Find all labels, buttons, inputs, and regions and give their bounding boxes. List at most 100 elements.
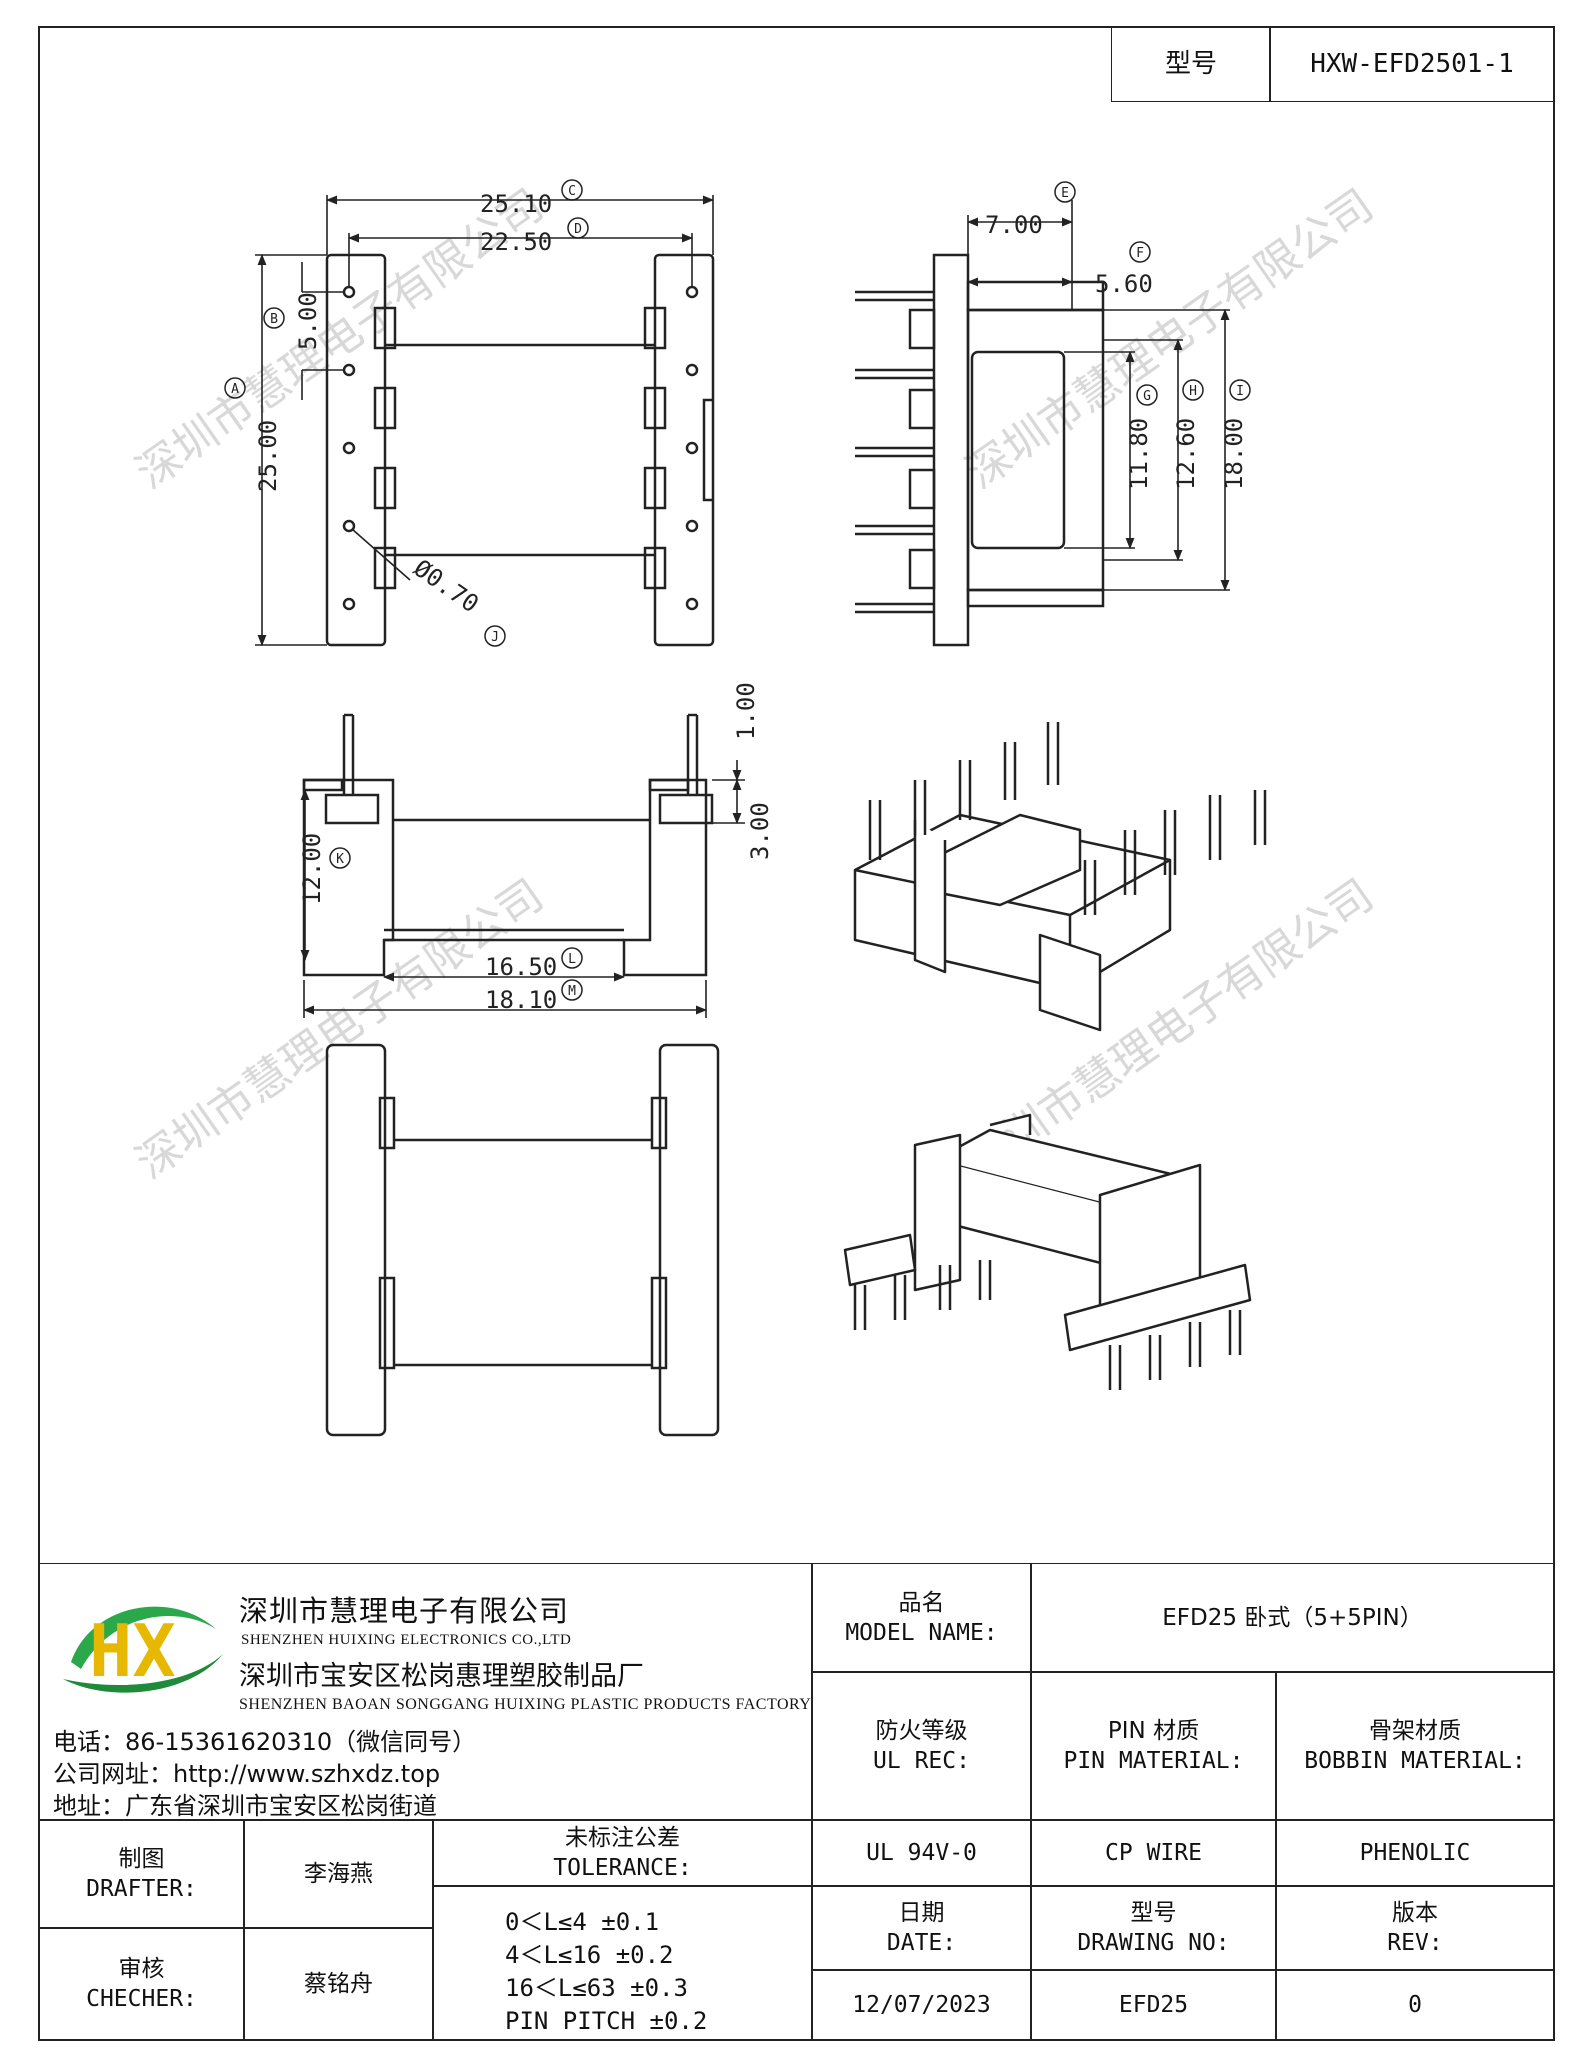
tolerance-line: 4＜L≤16 ±0.2 — [505, 1941, 674, 1969]
top-view — [325, 253, 715, 647]
top-view-dims — [255, 195, 715, 647]
front-view-dims — [300, 760, 745, 1018]
company-phone: 电话：86-15361620310（微信同号） — [53, 1728, 477, 1756]
model-name-cn: 品名 — [898, 1590, 945, 1616]
ul-rec-value-cell: UL 94V-0 — [811, 1819, 1032, 1887]
balloon-M: M — [568, 984, 576, 999]
checker-label-cell: 审核 CHECHER: — [38, 1927, 245, 2041]
bobbin-material-cn: 骨架材质 — [1369, 1718, 1461, 1744]
dim-7-00: 7.00 — [985, 211, 1043, 239]
drawing-no-label-cell: 型号 DRAWING NO: — [1030, 1885, 1277, 1971]
company-address: 地址：广东省深圳市宝安区松岗街道 — [53, 1792, 437, 1820]
front-view — [302, 713, 714, 977]
model-name-value-cell: EFD25 卧式（5+5PIN） — [1030, 1563, 1555, 1673]
company-logo: HX — [63, 1606, 223, 1693]
balloon-J: J — [491, 630, 499, 645]
model-name-label-cell: 品名 MODEL NAME: — [811, 1563, 1032, 1673]
tolerance-cn: 未标注公差 — [565, 1825, 680, 1851]
drawing-no-cn: 型号 — [1130, 1900, 1177, 1926]
ul-rec-value: UL 94V-0 — [866, 1840, 977, 1866]
logo-letters: HX — [89, 1609, 176, 1693]
balloon-L: L — [568, 952, 576, 967]
drafter-value: 李海燕 — [304, 1861, 373, 1887]
pin-material-label-cell: PIN 材质 PIN MATERIAL: — [1030, 1671, 1277, 1821]
company-block: HX 深圳市慧理电子有限公司 SHENZHEN HUIXING ELECTRON… — [38, 1563, 813, 1821]
isometric-view-1 — [853, 722, 1267, 1032]
date-label-cell: 日期 DATE: — [811, 1885, 1032, 1971]
pin-material-cn: PIN 材质 — [1107, 1718, 1200, 1744]
model-label: 型号 — [1164, 49, 1217, 79]
dim-5-00: 5.00 — [294, 292, 322, 350]
date-value-cell: 12/07/2023 — [811, 1969, 1032, 2041]
balloon-F: F — [1136, 246, 1144, 261]
ul-rec-en: UL REC: — [873, 1748, 970, 1774]
balloon-C: C — [568, 184, 576, 199]
dim-3-00: 3.00 — [746, 802, 774, 860]
date-cn: 日期 — [898, 1900, 945, 1926]
company-website: 公司网址：http://www.szhxdz.top — [53, 1760, 441, 1788]
dim-1-00: 1.00 — [732, 682, 760, 740]
dim-0-70: Ø0.70 — [409, 554, 484, 618]
dim-25-10: 25.10 — [480, 190, 552, 218]
balloon-B: B — [270, 312, 278, 327]
drawing-no-value-cell: EFD25 — [1030, 1969, 1277, 2041]
tolerance-list: 0＜L≤4 ±0.1 4＜L≤16 ±0.2 16＜L≤63 ±0.3 PIN … — [432, 1885, 813, 2041]
model-name-en: MODEL NAME: — [845, 1620, 998, 1646]
dim-12-60: 12.60 — [1172, 418, 1200, 490]
dim-12-00: 12.00 — [298, 833, 326, 905]
bobbin-material-label-cell: 骨架材质 BOBBIN MATERIAL: — [1275, 1671, 1555, 1821]
bobbin-material-value-cell: PHENOLIC — [1275, 1819, 1555, 1887]
model-value-cell: HXW-EFD2501-1 — [1269, 26, 1555, 102]
checker-value-cell: 蔡铭舟 — [243, 1927, 434, 2041]
drafter-label-cell: 制图 DRAFTER: — [38, 1819, 245, 1929]
checker-cn: 审核 — [118, 1956, 165, 1982]
side-view-labels: 7.00 5.60 11.80 12.60 18.00 — [985, 211, 1248, 490]
isometric-view-2 — [843, 1113, 1252, 1390]
balloon-D: D — [574, 222, 582, 237]
checker-en: CHECHER: — [86, 1986, 197, 2012]
bottom-view — [325, 1043, 720, 1437]
dim-11-80: 11.80 — [1125, 418, 1153, 490]
dim-16-50: 16.50 — [485, 953, 557, 981]
bobbin-material-value: PHENOLIC — [1359, 1840, 1471, 1866]
factory-name-cn: 深圳市宝安区松岗惠理塑胶制品厂 — [239, 1661, 644, 1692]
dim-5-60: 5.60 — [1095, 270, 1153, 298]
dim-22-50: 22.50 — [480, 228, 552, 256]
dim-25-00: 25.00 — [254, 420, 282, 492]
dim-18-00: 18.00 — [1220, 418, 1248, 490]
drawing-no-value: EFD25 — [1118, 1992, 1189, 2018]
date-en: DATE: — [886, 1930, 957, 1956]
balloon-K: K — [336, 852, 344, 867]
checker-value: 蔡铭舟 — [304, 1971, 373, 1997]
balloon-E: E — [1061, 186, 1069, 201]
date-value: 12/07/2023 — [852, 1992, 991, 2018]
technical-drawing: 深圳市慧理电子有限公司 深圳市慧理电子有限公司 深圳市慧理电子有限公司 深圳市慧… — [127, 179, 1383, 1437]
drafter-cn: 制图 — [118, 1846, 165, 1872]
tolerance-label-cell: 未标注公差 TOLERANCE: — [432, 1819, 813, 1887]
rev-en: REV: — [1387, 1930, 1443, 1956]
pin-material-value-cell: CP WIRE — [1030, 1819, 1277, 1887]
side-view-dims — [966, 200, 1230, 592]
tolerance-line: PIN PITCH ±0.2 — [505, 2007, 708, 2035]
pin-material-en: PIN MATERIAL: — [1063, 1748, 1244, 1774]
company-name-cn: 深圳市慧理电子有限公司 — [239, 1594, 570, 1628]
factory-name-en: SHENZHEN BAOAN SONGGANG HUIXING PLASTIC … — [239, 1696, 812, 1713]
balloon-letters: C D B A J E F G H I K L M — [231, 184, 1244, 999]
front-view-labels: 1.00 3.00 12.00 16.50 18.10 — [298, 682, 774, 1014]
balloon-I: I — [1236, 384, 1244, 399]
rev-cn: 版本 — [1392, 1900, 1438, 1926]
balloon-G: G — [1143, 389, 1151, 404]
rev-value: 0 — [1408, 1992, 1422, 2018]
balloon-H: H — [1189, 384, 1197, 399]
rev-label-cell: 版本 REV: — [1275, 1885, 1555, 1971]
ul-rec-label-cell: 防火等级 UL REC: — [811, 1671, 1032, 1821]
balloon-A: A — [231, 382, 239, 397]
drafter-value-cell: 李海燕 — [243, 1819, 434, 1929]
bobbin-material-en: BOBBIN MATERIAL: — [1304, 1748, 1526, 1774]
pin-material-value: CP WIRE — [1105, 1840, 1202, 1866]
dim-18-10: 18.10 — [485, 986, 557, 1014]
tolerance-line: 0＜L≤4 ±0.1 — [505, 1908, 660, 1936]
drafter-en: DRAFTER: — [86, 1876, 197, 1902]
tolerance-line: 16＜L≤63 ±0.3 — [505, 1974, 688, 2002]
model-value: HXW-EFD2501-1 — [1310, 49, 1514, 79]
